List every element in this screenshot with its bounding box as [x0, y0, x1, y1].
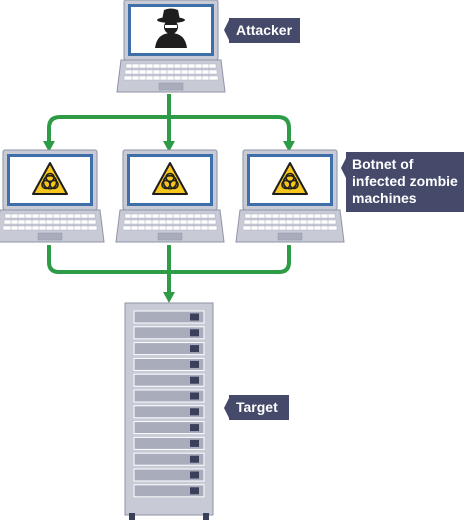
- svg-text:Botnet of infected zombi: Botnet of infected zombie machines: [352, 156, 462, 206]
- server-slot: [133, 405, 205, 419]
- server-slot: [133, 342, 205, 356]
- server-slot-indicator: [190, 471, 199, 479]
- server-slot-indicator: [190, 313, 199, 321]
- arrowheads: [43, 141, 295, 303]
- server-slots: [133, 310, 205, 498]
- arrowhead-zombie-right: [283, 141, 295, 152]
- server-slot: [133, 373, 205, 387]
- target-label: Target: [236, 399, 278, 415]
- server-slot-indicator: [190, 345, 199, 353]
- zombie-laptop-middle: [115, 149, 225, 243]
- server-slot-indicator: [190, 329, 199, 337]
- target-callout: Target: [224, 395, 289, 420]
- attacker-label: Attacker: [236, 22, 293, 38]
- arrowhead-target: [163, 292, 175, 303]
- server-slot: [133, 484, 205, 498]
- botnet-label-line3: machines: [352, 190, 417, 206]
- server-slot-indicator: [190, 376, 199, 384]
- server-slot: [133, 468, 205, 482]
- server-slot-indicator: [190, 360, 199, 368]
- server-slot: [133, 389, 205, 403]
- server-slot-indicator: [190, 487, 199, 495]
- server-rack-icon: [124, 302, 214, 520]
- attacker-laptop: [116, 0, 226, 93]
- botnet-callout: Botnet of infected zombie machines: [341, 152, 464, 212]
- server-slot: [133, 357, 205, 371]
- connection-lines: [47, 94, 291, 294]
- server-slot: [133, 436, 205, 450]
- botnet-label-line1: Botnet of: [352, 156, 414, 172]
- server-slot-indicator: [190, 392, 199, 400]
- server-slot-indicator: [190, 408, 199, 416]
- botnet-distribution-link: [47, 115, 291, 143]
- server-slot: [133, 421, 205, 435]
- botnet-label-line2: infected zombie: [352, 173, 458, 189]
- server-slot: [133, 452, 205, 466]
- server-slot-indicator: [190, 455, 199, 463]
- server-slot: [133, 310, 205, 324]
- arrowhead-zombie-middle: [163, 141, 175, 152]
- server-slot-indicator: [190, 439, 199, 447]
- hooded-spy-icon: [155, 8, 187, 48]
- zombie-laptop-left: [0, 149, 105, 243]
- attacker-callout: Attacker: [224, 18, 300, 43]
- server-slot-indicator: [190, 424, 199, 432]
- server-slot: [133, 326, 205, 340]
- zombie-laptop-right: [235, 149, 345, 243]
- arrowhead-zombie-left: [43, 141, 55, 152]
